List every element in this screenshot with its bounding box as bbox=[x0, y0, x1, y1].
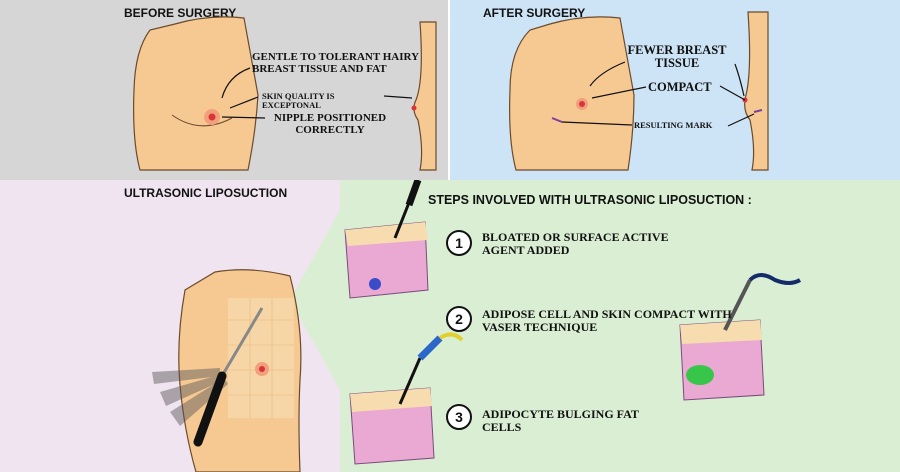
step2-tissue-illustration bbox=[679, 273, 802, 401]
after-heading: AFTER SURGERY bbox=[483, 6, 586, 20]
liposuction-heading: ULTRASONIC LIPOSUCTION bbox=[124, 186, 288, 200]
liposuction-panel: ULTRASONIC LIPOSUCTION STEPS INVOLVED WI… bbox=[0, 180, 900, 472]
skin-quality-label: SKIN QUALITY IS EXCEPTONAL bbox=[262, 91, 335, 110]
before-side-nipple-icon bbox=[411, 105, 417, 111]
step2-text: ADIPOSE CELL AND SKIN COMPACT WITH VASER… bbox=[482, 307, 732, 334]
step3-number-badge: 3 bbox=[446, 404, 472, 430]
before-heading: BEFORE SURGERY bbox=[124, 6, 237, 20]
before-surgery-panel: BEFORE SURGERY GENTLE TO TOLERANT HAIRY … bbox=[0, 0, 450, 180]
step2-number-badge: 2 bbox=[446, 306, 472, 332]
before-nipple-icon bbox=[208, 113, 216, 121]
steps-title: STEPS INVOLVED WITH ULTRASONIC LIPOSUCTI… bbox=[428, 193, 752, 207]
step3-text: ADIPOCYTE BULGING FAT CELLS bbox=[482, 407, 639, 434]
after-nipple-icon bbox=[579, 101, 585, 107]
step3-tissue-illustration bbox=[349, 332, 464, 465]
liposuction-illustration bbox=[152, 180, 900, 472]
step1-text: BLOATED OR SURFACE ACTIVE AGENT ADDED bbox=[482, 230, 669, 257]
before-illustration bbox=[133, 16, 437, 171]
step1-tissue-illustration bbox=[344, 180, 429, 299]
after-surgery-panel: AFTER SURGERY FEWER BREAST TISSUE COMPAC… bbox=[450, 0, 900, 180]
fewer-tissue-label: FEWER BREAST TISSUE bbox=[627, 43, 727, 71]
step1-number-badge: 1 bbox=[446, 230, 472, 256]
after-illustration bbox=[509, 11, 769, 171]
cannula-handle bbox=[193, 371, 227, 447]
resulting-mark-label: RESULTING MARK bbox=[634, 120, 713, 130]
tissue-label: GENTLE TO TOLERANT HAIRY BREAST TISSUE A… bbox=[252, 51, 419, 75]
compact-label: COMPACT bbox=[648, 80, 712, 94]
nipple-label: NIPPLE POSITIONED CORRECTLY bbox=[273, 112, 387, 136]
lipo-nipple-icon bbox=[259, 366, 265, 372]
